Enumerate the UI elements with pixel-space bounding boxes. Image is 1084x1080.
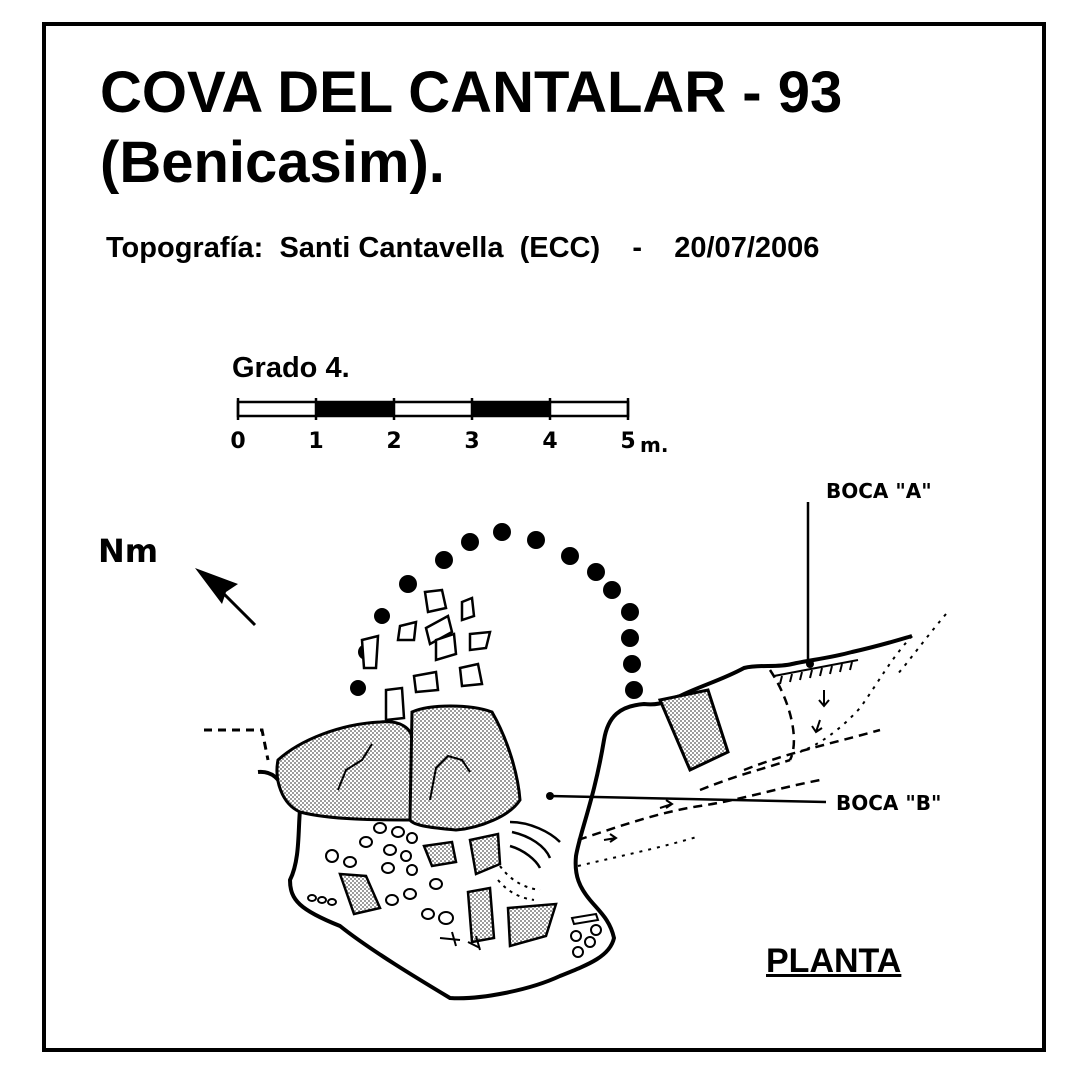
rubble	[307, 822, 602, 958]
entrance-a-hachures	[773, 659, 859, 685]
scale-unit: m.	[640, 433, 668, 457]
sediment-marks	[439, 931, 481, 951]
dashed-wall-left	[204, 728, 270, 761]
passage-dashed	[577, 669, 881, 842]
cave-title: COVA DEL CANTALAR - 93 (Benicasim).	[100, 58, 842, 198]
scale-tick-1: 1	[308, 429, 323, 454]
overhang-dripline	[350, 523, 643, 699]
title-line-1: COVA DEL CANTALAR - 93	[100, 60, 843, 125]
view-label: PLANTA	[766, 942, 902, 980]
entrance-b-marker	[546, 792, 827, 804]
scale-tick-3: 3	[464, 429, 479, 454]
scale-tick-4: 4	[542, 429, 557, 454]
north-arrow-icon	[195, 568, 257, 627]
slope-contours	[509, 820, 561, 869]
boulders-upper	[360, 588, 492, 722]
north-label: Nm	[98, 532, 158, 570]
scale-bar: 0 1 2 3 4 5 m.	[230, 398, 668, 457]
passage-dotted	[577, 613, 947, 867]
scale-tick-0: 0	[230, 429, 245, 454]
title-line-2: (Benicasim).	[100, 130, 445, 195]
survey-credit: Topografía: Santi Cantavella (ECC) - 20/…	[106, 232, 820, 264]
entrance-a-label: BOCA "A"	[826, 479, 932, 503]
boulder-cracks	[337, 743, 471, 801]
large-boulders	[275, 688, 730, 948]
entrance-b-label: BOCA "B"	[836, 791, 941, 815]
cave-wall-outline	[257, 634, 913, 1001]
scale-tick-2: 2	[386, 429, 401, 454]
dotted-floor	[497, 865, 541, 901]
scale-tick-5: 5	[620, 429, 635, 454]
survey-grade: Grado 4.	[232, 352, 350, 384]
flow-arrows	[603, 690, 830, 843]
map-frame	[42, 22, 1046, 1052]
entrance-a-marker	[806, 502, 814, 668]
